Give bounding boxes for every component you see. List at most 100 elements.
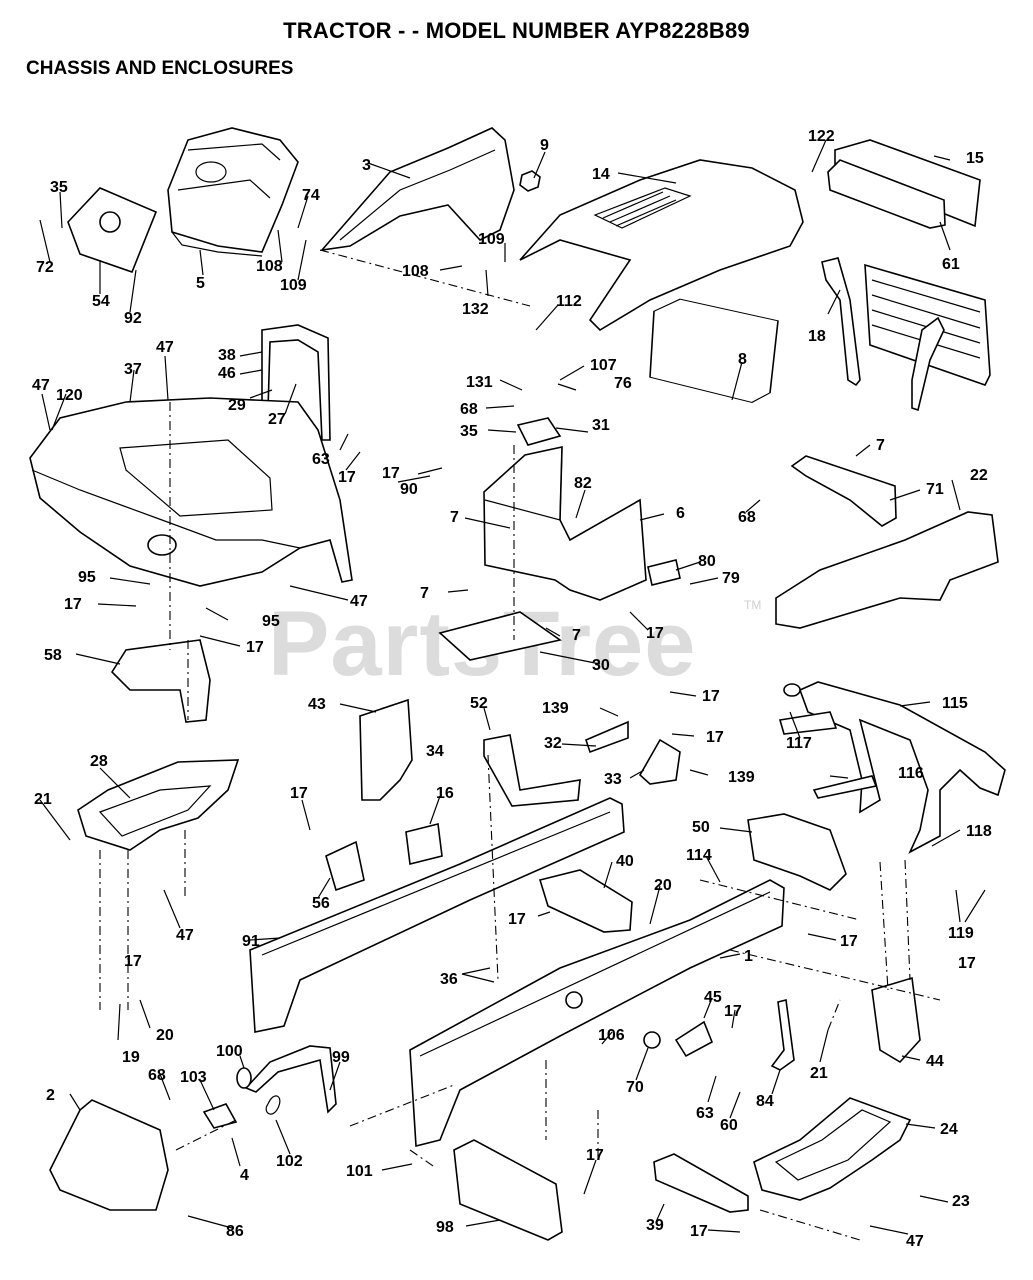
callout-120: 120	[56, 387, 83, 404]
callout-22: 22	[970, 467, 988, 484]
callout-17: 17	[702, 688, 720, 705]
callout-32: 32	[544, 735, 562, 752]
part-bracket-33[interactable]	[638, 738, 681, 785]
callout-45: 45	[704, 989, 722, 1006]
callout-80: 80	[698, 553, 716, 570]
callout-131: 131	[466, 374, 493, 391]
part-seat-bracket[interactable]	[110, 639, 211, 723]
part-lift-lever-bracket[interactable]	[325, 840, 365, 892]
part-clip-70[interactable]	[643, 1031, 661, 1049]
callout-17: 17	[64, 596, 82, 613]
part-tow-bar[interactable]	[798, 681, 1006, 854]
callout-122: 122	[808, 128, 835, 145]
part-grille[interactable]	[821, 257, 991, 412]
callout-101: 101	[346, 1163, 373, 1180]
callout-6: 6	[676, 505, 685, 522]
part-steering-plate[interactable]	[649, 298, 779, 403]
part-bracket-45[interactable]	[674, 1020, 714, 1058]
callout-68: 68	[460, 401, 478, 418]
callout-17: 17	[508, 911, 526, 928]
callout-63: 63	[696, 1105, 714, 1122]
callout-4: 4	[240, 1167, 249, 1184]
part-floor-plate[interactable]	[438, 611, 562, 661]
part-axle-support[interactable]	[747, 813, 847, 891]
callout-108: 108	[402, 263, 429, 280]
callout-56: 56	[312, 895, 330, 912]
callout-112: 112	[556, 293, 582, 310]
callout-39: 39	[646, 1217, 664, 1234]
callout-74: 74	[302, 187, 320, 204]
part-grille-bracket[interactable]	[827, 139, 981, 229]
part-left-frame-rail[interactable]	[249, 797, 625, 1033]
callout-86: 86	[226, 1223, 244, 1240]
callout-8: 8	[738, 351, 747, 368]
callout-35: 35	[460, 423, 478, 440]
callout-17: 17	[706, 729, 724, 746]
callout-44: 44	[926, 1053, 944, 1070]
part-bracket-32[interactable]	[585, 720, 629, 754]
callout-82: 82	[574, 475, 592, 492]
callout-91: 91	[242, 933, 260, 950]
part-brake-rod[interactable]	[244, 1045, 337, 1114]
part-steering-support[interactable]	[483, 417, 647, 601]
part-rear-fender[interactable]	[29, 397, 353, 587]
callout-7: 7	[420, 585, 429, 602]
part-center-bracket[interactable]	[483, 734, 581, 807]
callout-50: 50	[692, 819, 710, 836]
callout-71: 71	[926, 481, 944, 498]
part-rubber-cap[interactable]	[405, 823, 443, 865]
callout-46: 46	[218, 365, 236, 382]
callout-2: 2	[46, 1087, 55, 1104]
part-front-hitch-bracket[interactable]	[871, 976, 921, 1064]
callout-68: 68	[738, 509, 756, 526]
part-heat-shield[interactable]	[67, 187, 158, 274]
callout-24: 24	[940, 1121, 958, 1138]
callout-17: 17	[646, 625, 664, 642]
callout-14: 14	[592, 166, 610, 183]
part-bracket-39[interactable]	[653, 1153, 749, 1213]
part-right-frame-rail[interactable]	[409, 879, 785, 1148]
part-hood[interactable]	[519, 159, 804, 332]
callout-132: 132	[462, 301, 489, 318]
callout-35: 35	[50, 179, 68, 196]
callout-107: 107	[590, 357, 617, 374]
part-bumper-bracket[interactable]	[790, 455, 897, 527]
watermark-trademark: TM	[744, 598, 762, 612]
part-spring-102[interactable]	[265, 1095, 281, 1115]
diagram-title: TRACTOR - - MODEL NUMBER AYP8228B89	[283, 18, 750, 43]
part-spacer[interactable]	[647, 559, 681, 586]
part-support-bracket[interactable]	[538, 869, 633, 933]
callout-95: 95	[78, 569, 96, 586]
part-right-footrest[interactable]	[753, 1097, 912, 1201]
callout-84: 84	[756, 1093, 774, 1110]
leader-lines	[39, 139, 986, 1235]
callout-99: 99	[332, 1049, 350, 1066]
part-knob-100[interactable]	[236, 1067, 252, 1089]
callout-115: 115	[942, 695, 968, 712]
callout-98: 98	[436, 1219, 454, 1236]
callout-17: 17	[338, 469, 356, 486]
assembly-lines	[99, 249, 941, 1241]
part-cap-117[interactable]	[783, 683, 801, 697]
part-lift-bracket[interactable]	[359, 698, 413, 801]
callout-47: 47	[176, 927, 194, 944]
callout-20: 20	[156, 1027, 174, 1044]
part-latch-103[interactable]	[202, 1103, 238, 1129]
part-front-shield[interactable]	[453, 1139, 563, 1241]
callout-119: 119	[948, 925, 974, 942]
part-mounting-plate[interactable]	[49, 1099, 169, 1211]
callout-23: 23	[952, 1193, 970, 1210]
part-strap-116[interactable]	[778, 711, 878, 799]
part-lever-84[interactable]	[770, 999, 795, 1071]
part-nut-9[interactable]	[519, 170, 541, 192]
callout-21: 21	[34, 791, 52, 808]
callout-15: 15	[966, 150, 984, 167]
callout-17: 17	[724, 1003, 742, 1020]
callout-17: 17	[246, 639, 264, 656]
part-left-footrest[interactable]	[77, 759, 240, 851]
callout-109: 109	[478, 231, 505, 248]
part-dash-side-cover[interactable]	[319, 127, 515, 252]
part-dash-panel[interactable]	[167, 127, 299, 257]
part-front-bumper[interactable]	[775, 511, 999, 629]
callout-31: 31	[592, 417, 610, 434]
